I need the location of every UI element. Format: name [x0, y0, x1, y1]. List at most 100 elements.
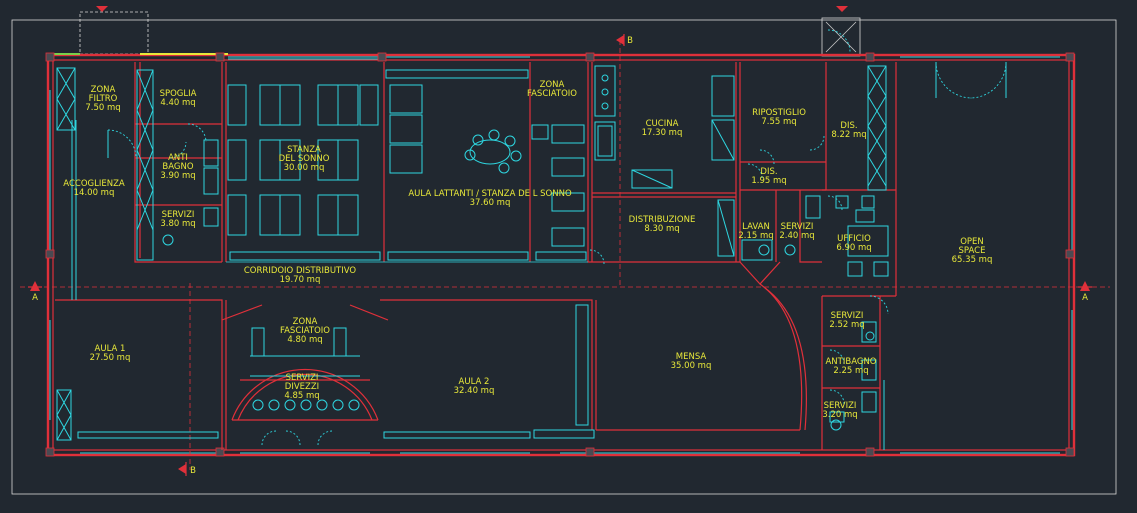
room-label-line: RIPOSTIGLIO [752, 108, 806, 118]
kitchen-fixtures [594, 65, 735, 257]
room-label-line: 19.70 mq [280, 275, 321, 285]
outer-wall [46, 53, 1076, 457]
room-label-line: FILTRO [89, 94, 118, 104]
room-label-line: 65.35 mq [952, 255, 993, 265]
room-label-line: BAGNO [162, 162, 193, 172]
door-swings [107, 29, 1007, 446]
room-label-line: 17.30 mq [642, 128, 683, 138]
svg-text:A: A [32, 293, 38, 303]
room-label-line: SERVIZI [824, 401, 857, 411]
outer-windows [49, 56, 1073, 454]
room-label-line: 3.20 mq [822, 410, 857, 420]
room-label-line: FASCIATOIO [527, 89, 577, 99]
pillars [45, 52, 1075, 457]
room-label-line: LAVAN [742, 222, 770, 232]
room-label-line: 2.40 mq [779, 231, 814, 241]
room-label-line: 30.00 mq [284, 163, 325, 173]
play-area-circles [464, 129, 522, 174]
canopy-cross-right [825, 21, 857, 53]
room-label-line: 4.80 mq [287, 335, 322, 345]
room-label-line: MENSA [676, 352, 707, 362]
room-label-line: DIVEZZI [285, 382, 319, 392]
outer-wall-inner [52, 59, 1070, 451]
room-label-line: 3.80 mq [160, 219, 195, 229]
room-label-dis-1: DIS.8.22 mq [831, 121, 866, 140]
room-label-line: SERVIZI [286, 373, 319, 383]
room-label-line: 35.00 mq [671, 361, 712, 371]
room-label-line: 27.50 mq [90, 353, 131, 363]
svg-text:B: B [190, 466, 196, 476]
room-label-line: AULA 2 [459, 377, 490, 387]
storage-cabinets-left [56, 67, 154, 441]
room-label-line: SERVIZI [162, 210, 195, 220]
room-label-line: SERVIZI [831, 311, 864, 321]
drawing-frame [11, 19, 1117, 495]
room-label-line: 3.90 mq [160, 171, 195, 181]
room-label-line: ZONA [293, 317, 318, 327]
room-label-line: ANTI [168, 153, 188, 163]
room-label-line: DEL SONNO [279, 154, 330, 164]
entry-arrow-right [836, 6, 848, 12]
cribs [227, 69, 585, 247]
mensa-curved-wall [759, 283, 803, 431]
room-label-line: DISTRIBUZIONE [629, 215, 696, 225]
cabinet-strips [71, 120, 885, 450]
room-label-line: 1.95 mq [751, 176, 786, 186]
room-label-line: 8.30 mq [644, 224, 679, 234]
room-label-line: 7.50 mq [85, 103, 120, 113]
room-label-line: SPOGLIA [160, 89, 197, 99]
room-label-line: 32.40 mq [454, 386, 495, 396]
room-label-line: 2.52 mq [829, 320, 864, 330]
room-label-line: ACCOGLIENZA [63, 179, 125, 189]
room-label-line: UFFICIO [837, 234, 871, 244]
marker-b-bottom: B [178, 462, 196, 476]
entry-arrow-left [96, 6, 108, 12]
room-label-line: ZONA [540, 80, 565, 90]
storage-cabinets-right [867, 65, 887, 191]
marker-b-top: B [616, 34, 633, 46]
svg-text:B: B [627, 36, 633, 46]
door-leaves [107, 62, 1007, 158]
marker-a-left: A [28, 281, 42, 303]
bathroom-fixtures [162, 139, 889, 431]
room-label-line: OPEN [960, 237, 984, 247]
room-label-line: CUCINA [646, 119, 679, 129]
room-label-line: STANZA [287, 145, 321, 155]
room-label-line: ZONA [91, 85, 116, 95]
room-label-dis-2: DIS.1.95 mq [751, 167, 786, 186]
room-label-line: 8.22 mq [831, 130, 866, 140]
mensa-curved-wall-inner [764, 287, 807, 431]
room-label-line: SERVIZI [781, 222, 814, 232]
room-label-line: CORRIDOIO DISTRIBUTIVO [244, 266, 357, 276]
room-label-line: 4.85 mq [284, 391, 319, 401]
room-label-line: 4.40 mq [160, 98, 195, 108]
room-label-line: DIS. [760, 167, 777, 177]
servizi-divezzi-circle [221, 304, 389, 421]
room-label-line: SPACE [959, 246, 986, 256]
room-label-line: 2.15 mq [738, 231, 773, 241]
canopy-outline-left [79, 11, 149, 55]
